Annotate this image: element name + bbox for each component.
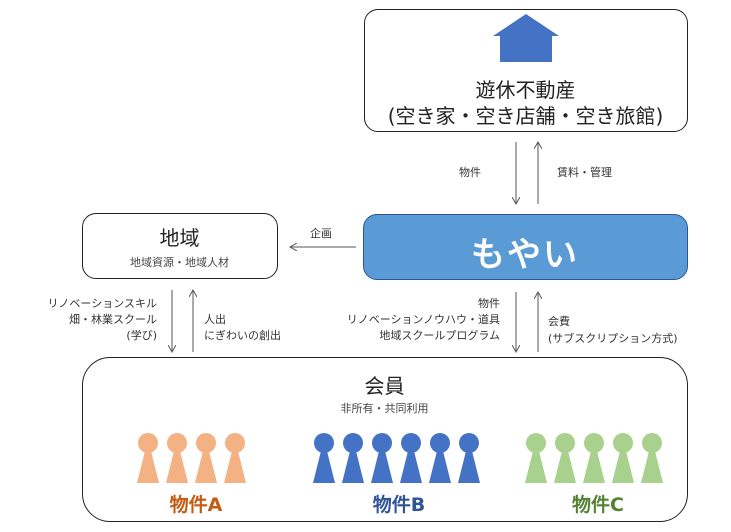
person-icon: [525, 433, 547, 483]
label-renovation-knowhow: リノベーションノウハウ・道具: [346, 313, 500, 326]
person-icon: [429, 433, 451, 483]
idle-property-box: 遊休不動産 (空き家・空き店舗・空き旅館): [364, 9, 688, 132]
label-subscription: (サブスクリプション方式): [548, 332, 678, 345]
person-icon: [583, 433, 605, 483]
person-icon: [641, 433, 663, 483]
person-icon: [195, 433, 217, 483]
person-icon: [224, 433, 246, 483]
person-icon: [554, 433, 576, 483]
group-c-label: 物件C: [572, 494, 624, 516]
label-services-property: 物件: [478, 297, 500, 310]
group-b-people: [313, 433, 480, 483]
label-farm-forestry-school: 畑・林業スクール: [69, 313, 157, 326]
label-people-out: 人出: [204, 313, 226, 326]
label-membership-fee: 会費: [548, 315, 570, 328]
person-icon: [313, 433, 335, 483]
person-icon: [342, 433, 364, 483]
person-icon: [371, 433, 393, 483]
member-title: 会員: [364, 374, 405, 398]
label-plan: 企画: [310, 227, 332, 240]
idle-property-title: 遊休不動産: [475, 78, 576, 102]
region-title: 地域: [159, 226, 200, 250]
label-renovation-skill: リノベーションスキル: [47, 297, 157, 310]
person-icon: [166, 433, 188, 483]
group-c-people: [525, 433, 663, 483]
region-box: 地域 地域資源・地域人材: [82, 213, 278, 279]
label-rent-management: 賃料・管理: [557, 166, 612, 179]
label-learning: (学び): [126, 329, 157, 342]
person-icon: [612, 433, 634, 483]
region-subtitle: 地域資源・地域人材: [130, 256, 229, 269]
group-a-label: 物件A: [169, 494, 223, 516]
moyai-title: もやい: [471, 235, 579, 275]
group-a-people: [137, 433, 246, 483]
label-liveliness: にぎわいの創出: [204, 329, 281, 342]
label-school-program: 地域スクールプログラム: [379, 329, 500, 342]
idle-property-subtitle: (空き家・空き店舗・空き旅館): [387, 104, 664, 128]
person-icon: [458, 433, 480, 483]
person-icon: [137, 433, 159, 483]
house-icon: [493, 14, 559, 62]
member-subtitle: 非所有・共同利用: [340, 402, 429, 415]
label-property: 物件: [459, 166, 481, 179]
group-b-label: 物件B: [372, 494, 426, 516]
moyai-box: もやい: [363, 214, 688, 280]
person-icon: [400, 433, 422, 483]
